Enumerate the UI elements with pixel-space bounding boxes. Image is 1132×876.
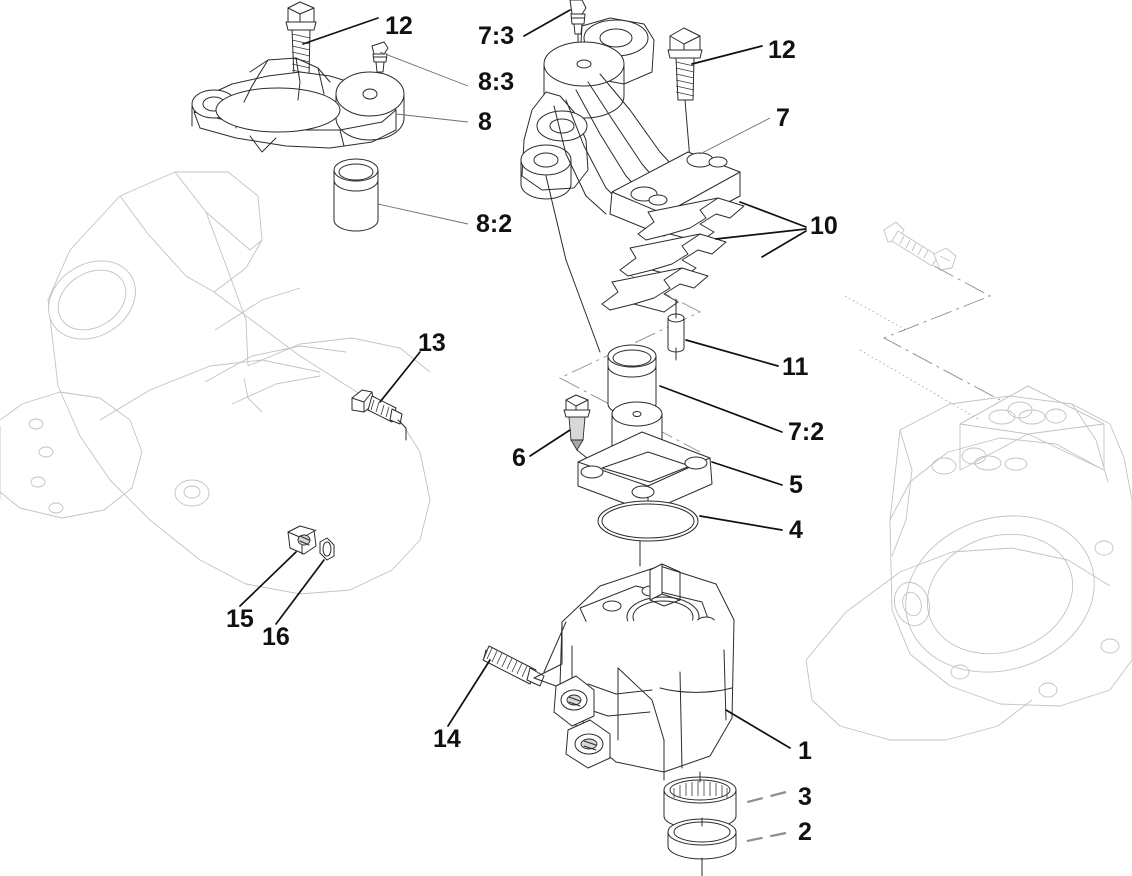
leader-7-3: [523, 9, 571, 37]
leader-lines: [239, 9, 807, 844]
part-12-hex-flange-bolt-left: [285, 1, 317, 97]
leader-5: [711, 461, 783, 486]
callout-4: 4: [789, 516, 803, 544]
callout-10: 10: [810, 212, 838, 240]
part-1-gear-case-housing: [533, 563, 735, 781]
leader-12-left: [302, 17, 379, 45]
callout-14: 14: [433, 725, 461, 753]
leader-8-3: [379, 51, 469, 87]
callout-7: 7: [776, 104, 790, 132]
leader-1: [725, 709, 791, 749]
callout-13: 13: [418, 329, 446, 357]
part-14-threaded-stud: [482, 645, 545, 687]
left-axle-housing-ghost: [0, 171, 431, 595]
leader-2: [741, 831, 787, 844]
callout-16: 16: [262, 623, 290, 651]
part-15-hex-nut: [287, 525, 317, 555]
part-7-3-grease-fitting: [569, 0, 587, 63]
callout-8: 8: [478, 108, 492, 136]
leader-14: [447, 659, 491, 727]
leader-3: [739, 790, 787, 806]
callout-5: 5: [789, 471, 803, 499]
callout-12-left: 12: [385, 12, 413, 40]
right-axle-housing-ghost: [805, 395, 1132, 741]
callout-12-right: 12: [768, 36, 796, 64]
part-3-needle-bearing: [663, 771, 737, 830]
leader-12-right: [691, 45, 763, 65]
leader-10-c: [761, 230, 807, 258]
leader-10-b: [715, 228, 807, 240]
callout-15: 15: [226, 605, 254, 633]
leader-15: [239, 551, 297, 607]
part-6-flange-bolt: [563, 394, 603, 471]
callout-2: 2: [798, 818, 812, 846]
part-8-2-arm-bushing: [333, 158, 379, 232]
part-12-hex-flange-bolt-right: [667, 27, 703, 163]
callout-8-2: 8:2: [476, 210, 513, 238]
part-7-support-bracket: [520, 17, 741, 353]
leader-6: [529, 429, 571, 457]
part-13-hydraulic-fitting: [351, 389, 407, 441]
part-16-lock-washer: [319, 537, 335, 561]
leader-7: [699, 117, 771, 155]
leader-8-2: [377, 203, 469, 225]
part-8-3-grease-fitting: [371, 41, 389, 95]
leader-7-2: [659, 385, 783, 433]
leader-11: [685, 339, 779, 367]
leader-13: [379, 351, 421, 403]
leader-8: [395, 113, 469, 123]
leader-16: [275, 559, 325, 625]
part-10-shim-plates: [601, 197, 745, 313]
callout-8-3: 8:3: [478, 68, 515, 96]
leader-4: [699, 515, 783, 531]
part-2-seal-ring: [667, 817, 737, 876]
callout-1: 1: [798, 737, 812, 765]
ghost-bolt-and-nut: [883, 221, 957, 271]
callout-7-2: 7:2: [788, 418, 825, 446]
part-4-o-ring: [597, 500, 699, 542]
part-5-cover-plate: [577, 401, 713, 567]
callout-3: 3: [798, 783, 812, 811]
callout-7-3: 7:3: [478, 22, 515, 50]
right-housing-mount-pad-ghost: [959, 385, 1105, 471]
part-11-dowel-pin: [667, 299, 685, 361]
part-8-steering-arm: [191, 57, 405, 153]
centerline-right: [882, 265, 1001, 401]
callout-6: 6: [512, 444, 526, 472]
callout-11: 11: [782, 353, 809, 381]
leader-10-a: [739, 201, 807, 228]
